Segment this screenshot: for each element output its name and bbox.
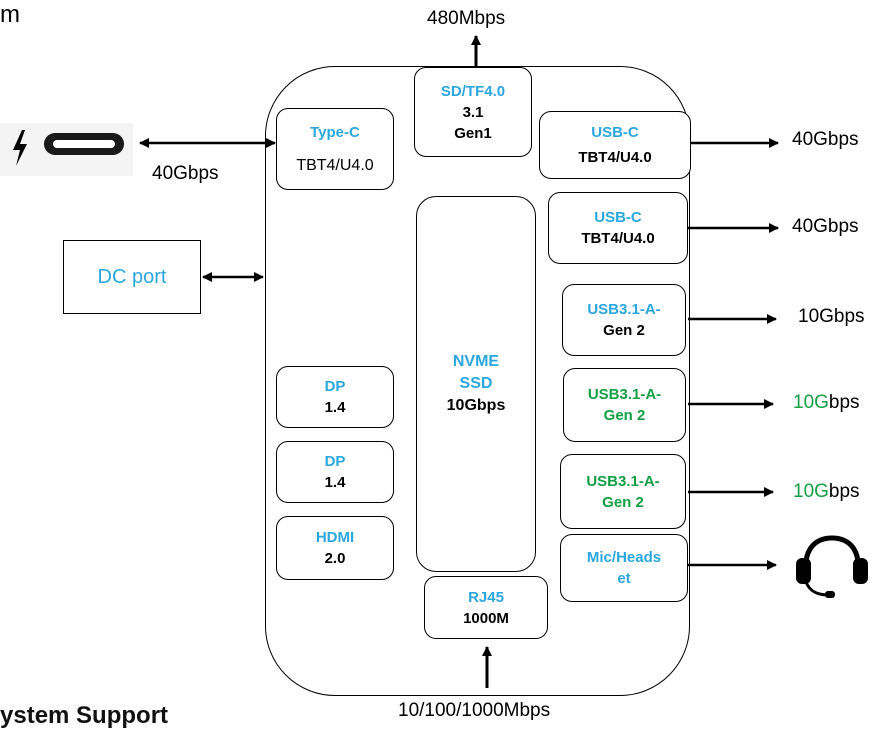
typec-input-port: Type-C TBT4/U4.0	[276, 108, 394, 190]
typec-input-name: Type-C	[310, 123, 360, 141]
usba-port-3-name: USB3.1-A-	[586, 472, 660, 490]
usbc-port-2-name: USB-C	[594, 209, 642, 226]
usba-port-1-gen: Gen 2	[603, 322, 645, 339]
usbc-port-1: USB-C TBT4/U4.0	[539, 111, 691, 179]
nvme-line3: 10Gbps	[446, 397, 506, 414]
dc-port-label: DC port	[97, 265, 167, 288]
typec-input-spec: TBT4/U4.0	[296, 157, 374, 175]
sd-card-line3: Gen1	[454, 124, 492, 142]
hdmi-port-name: HDMI	[315, 529, 355, 546]
speed-typec-in: 40Gbps	[152, 163, 219, 184]
dc-port-box: DC port	[63, 240, 201, 314]
rj45-port-name: RJ45	[468, 588, 504, 606]
dp-port-2-name: DP	[324, 453, 346, 470]
speed-usba-2: 10Gbps	[793, 392, 860, 414]
usba-port-2-name: USB3.1-A-	[587, 386, 662, 403]
rj45-port-speed: 1000M	[463, 609, 509, 627]
nvme-line1: NVME	[452, 353, 500, 370]
speed-usba-2-green: 10G	[793, 392, 829, 413]
mic-headset-port: Mic/Heads et	[560, 534, 688, 602]
speed-rj45-bottom: 10/100/1000Mbps	[398, 700, 551, 721]
usba-port-3: USB3.1-A- Gen 2	[560, 454, 686, 529]
speed-usba-3: 10Gbps	[793, 481, 860, 503]
dp-port-1: DP 1.4	[276, 366, 394, 428]
speed-usbc-1: 40Gbps	[792, 129, 859, 150]
speed-usba-3-green: 10G	[793, 481, 829, 502]
nvme-line2: SSD	[459, 375, 493, 392]
dp-port-1-ver: 1.4	[324, 399, 346, 416]
dp-port-1-name: DP	[324, 378, 346, 395]
sd-card-line2: 3.1	[462, 103, 484, 121]
usba-port-2: USB3.1-A- Gen 2	[563, 368, 686, 442]
usbc-port-2-spec: TBT4/U4.0	[581, 230, 655, 247]
usbc-port-1-spec: TBT4/U4.0	[578, 149, 652, 166]
hdmi-port: HDMI 2.0	[276, 516, 394, 580]
usba-port-2-gen: Gen 2	[603, 407, 646, 424]
speed-usbc-2: 40Gbps	[792, 216, 859, 237]
mic-headset-line2: et	[617, 570, 631, 587]
sd-card-name: SD/TF4.0	[440, 82, 506, 100]
speed-usba-3-rest: bps	[828, 481, 860, 502]
rj45-port: RJ45 1000M	[424, 576, 548, 639]
thunderbolt-cable-icon	[0, 123, 133, 176]
sd-card-port: SD/TF4.0 3.1 Gen1	[414, 67, 532, 157]
usba-port-3-gen: Gen 2	[602, 493, 644, 511]
nvme-ssd: NVME SSD 10Gbps	[416, 196, 536, 572]
mic-headset-line1: Mic/Heads	[586, 549, 662, 566]
title-fragment: m	[0, 1, 20, 28]
usba-port-1: USB3.1-A- Gen 2	[562, 284, 686, 356]
speed-sd-top: 480Mbps	[427, 8, 506, 29]
usbc-port-2: USB-C TBT4/U4.0	[548, 192, 688, 264]
headset-icon	[796, 535, 868, 598]
usba-port-1-name: USB3.1-A-	[587, 301, 661, 318]
hdmi-port-ver: 2.0	[324, 550, 346, 567]
speed-usba-1: 10Gbps	[798, 306, 865, 327]
footer-heading: ystem Support	[0, 702, 169, 729]
dp-port-2-ver: 1.4	[324, 474, 346, 491]
usbc-port-1-name: USB-C	[591, 124, 639, 141]
dp-port-2: DP 1.4	[276, 441, 394, 503]
speed-usba-2-rest: bps	[828, 392, 860, 413]
